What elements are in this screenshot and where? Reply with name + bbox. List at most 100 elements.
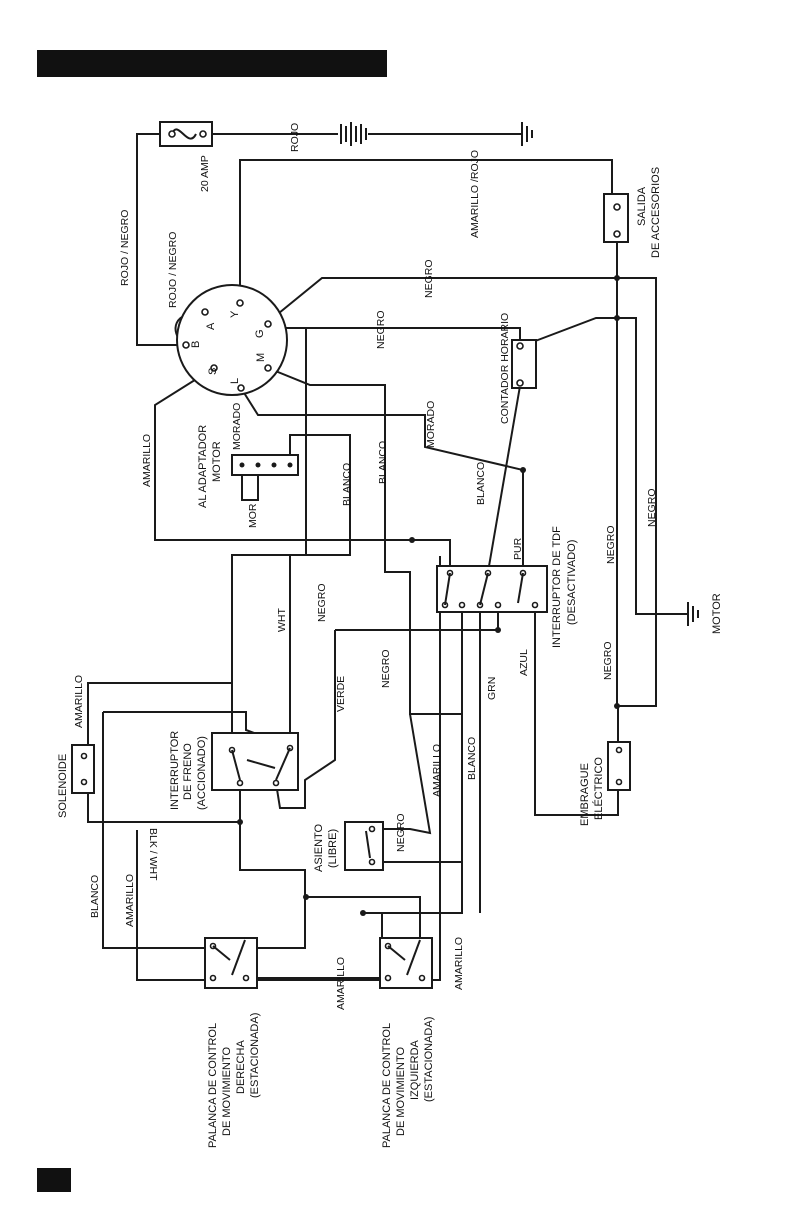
wire-azul	[534, 610, 619, 816]
svg-text:MOTOR: MOTOR	[211, 441, 223, 482]
label-blanco-5: BLANCO	[89, 875, 101, 918]
label-hour-meter: CONTADOR HORARIO	[499, 313, 511, 424]
svg-text:DE MOVIMIENTO: DE MOVIMIENTO	[221, 1047, 233, 1136]
label-negro-8: NEGRO	[395, 813, 407, 852]
svg-text:AL ADAPTADOR: AL ADAPTADOR	[197, 425, 209, 508]
wire-y-to-outlet	[239, 159, 613, 303]
pin-y: Y	[229, 310, 241, 318]
label-blanco-4: BLANCO	[466, 737, 478, 780]
label-seat: ASIENTO (LIBRE)	[313, 823, 339, 872]
svg-text:ASIENTO: ASIENTO	[313, 823, 325, 872]
pin-s: S	[207, 368, 219, 375]
wire-m	[267, 367, 463, 914]
electric-clutch	[607, 741, 631, 791]
label-amarillo-6: AMARILLO	[453, 937, 465, 990]
wire-left-lever-top	[363, 912, 383, 948]
svg-text:DE ACCESORIOS: DE ACCESORIOS	[650, 167, 662, 258]
battery-icon	[340, 122, 367, 146]
label-pto-switch: INTERRUPTOR DE TDF (DESACTIVADO)	[551, 526, 578, 648]
label-amarillo-3: AMARILLO	[431, 744, 443, 797]
label-pur: PUR	[512, 537, 524, 560]
pin-b: B	[190, 341, 202, 348]
wire-negro-vertical	[289, 328, 307, 746]
engine-adapter	[231, 454, 299, 476]
svg-text:INTERRUPTOR: INTERRUPTOR	[169, 731, 181, 810]
label-motor: MOTOR	[711, 593, 723, 634]
wire-blanco-hourmeter	[487, 385, 521, 573]
label-fuse: 20 AMP	[199, 155, 211, 192]
ground-icon	[521, 122, 533, 146]
svg-text:PALANCA DE CONTROL: PALANCA DE CONTROL	[207, 1023, 219, 1148]
label-solenoid: SOLENOIDE	[57, 754, 69, 818]
left-lever-switch	[379, 937, 433, 989]
wire-verde	[275, 630, 336, 809]
label-verde: VERDE	[335, 676, 347, 712]
pin-m: M	[255, 353, 267, 362]
right-lever-switch	[204, 937, 258, 989]
label-wht: WHT	[276, 608, 288, 632]
svg-text:EMBRAGUE: EMBRAGUE	[579, 763, 591, 826]
pto-switch	[436, 565, 548, 613]
wire-rojo-negro-fuse-to-b	[136, 133, 183, 346]
page-number-tab	[37, 1168, 71, 1192]
seat-switch	[344, 821, 384, 871]
wire-brake-to-levers	[239, 783, 306, 949]
label-right-lever: PALANCA DE CONTROL DE MOVIMIENTO DERECHA…	[207, 1013, 261, 1148]
label-negro-2: NEGRO	[375, 310, 387, 349]
label-negro-5: NEGRO	[316, 583, 328, 622]
wire-seat-negro	[372, 713, 432, 835]
label-morado-2: MORADO	[425, 401, 437, 448]
hour-meter	[511, 339, 537, 389]
label-mor: MOR	[247, 503, 259, 528]
svg-text:IZQUIERDA: IZQUIERDA	[409, 1039, 421, 1100]
header-bar	[37, 50, 387, 77]
label-amarillo-2: AMARILLO	[73, 675, 85, 728]
svg-text:(DESACTIVADO): (DESACTIVADO)	[566, 540, 578, 625]
label-azul: AZUL	[518, 649, 530, 676]
pin-a: A	[205, 322, 217, 330]
label-electric-clutch: EMBRAGUE ELÉCTRICO	[579, 757, 605, 826]
label-negro-3: NEGRO	[605, 525, 617, 564]
svg-text:DE FRENO: DE FRENO	[182, 743, 194, 800]
wire-blanco-brake	[231, 540, 351, 746]
label-morado-1: MORADO	[231, 403, 243, 450]
svg-text:INTERRUPTOR DE TDF: INTERRUPTOR DE TDF	[551, 526, 563, 648]
label-grn: GRN	[486, 677, 498, 700]
wire-hourmeter-to-bus	[529, 317, 688, 615]
svg-text:(LIBRE): (LIBRE)	[327, 829, 339, 868]
svg-text:(ESTACIONADA): (ESTACIONADA)	[423, 1017, 435, 1102]
label-amarillo-1: AMARILLO	[141, 434, 153, 487]
brake-switch	[211, 732, 299, 791]
label-blanco-3: BLANCO	[475, 462, 487, 505]
motor-ground-icon	[687, 602, 699, 626]
wire-amarillo-levers	[136, 556, 441, 981]
label-left-lever: PALANCA DE CONTROL DE MOVIMIENTO IZQUIER…	[381, 1017, 435, 1148]
ignition-switch	[176, 284, 288, 396]
label-rojo-negro-2: ROJO / NEGRO	[167, 232, 179, 308]
label-amarillo-4: AMARILLO	[124, 874, 136, 927]
label-blanco-2: BLANCO	[377, 441, 389, 484]
svg-text:(ESTACIONADA): (ESTACIONADA)	[249, 1013, 261, 1098]
wire-clutch-negro	[617, 614, 657, 744]
label-negro-7: NEGRO	[602, 641, 614, 680]
wire-g-to-hourmeter	[268, 327, 521, 344]
svg-text:(ACCIONADO): (ACCIONADO)	[196, 736, 208, 810]
wire-solenoid-amarillo	[87, 682, 233, 768]
accessory-outlet	[603, 193, 629, 243]
label-brake-switch: INTERRUPTOR DE FRENO (ACCIONADO)	[169, 731, 208, 810]
label-engine-adapter: AL ADAPTADOR MOTOR	[197, 425, 223, 508]
svg-text:ELÉCTRICO: ELÉCTRICO	[592, 757, 605, 820]
label-negro-6: NEGRO	[380, 649, 392, 688]
pin-g: G	[254, 329, 266, 338]
wire-adapter-mor	[241, 470, 259, 501]
wire-blanco-down	[102, 712, 210, 949]
wire-l-morado	[240, 387, 524, 572]
label-accessory-outlet: SALIDA DE ACCESORIOS	[636, 167, 662, 258]
label-rojo: ROJO	[289, 123, 301, 152]
pin-l: L	[229, 378, 241, 384]
junction-dots	[237, 275, 620, 916]
solenoid	[71, 744, 95, 794]
svg-text:SALIDA: SALIDA	[636, 186, 648, 226]
label-negro-4: NEGRO	[646, 488, 658, 527]
